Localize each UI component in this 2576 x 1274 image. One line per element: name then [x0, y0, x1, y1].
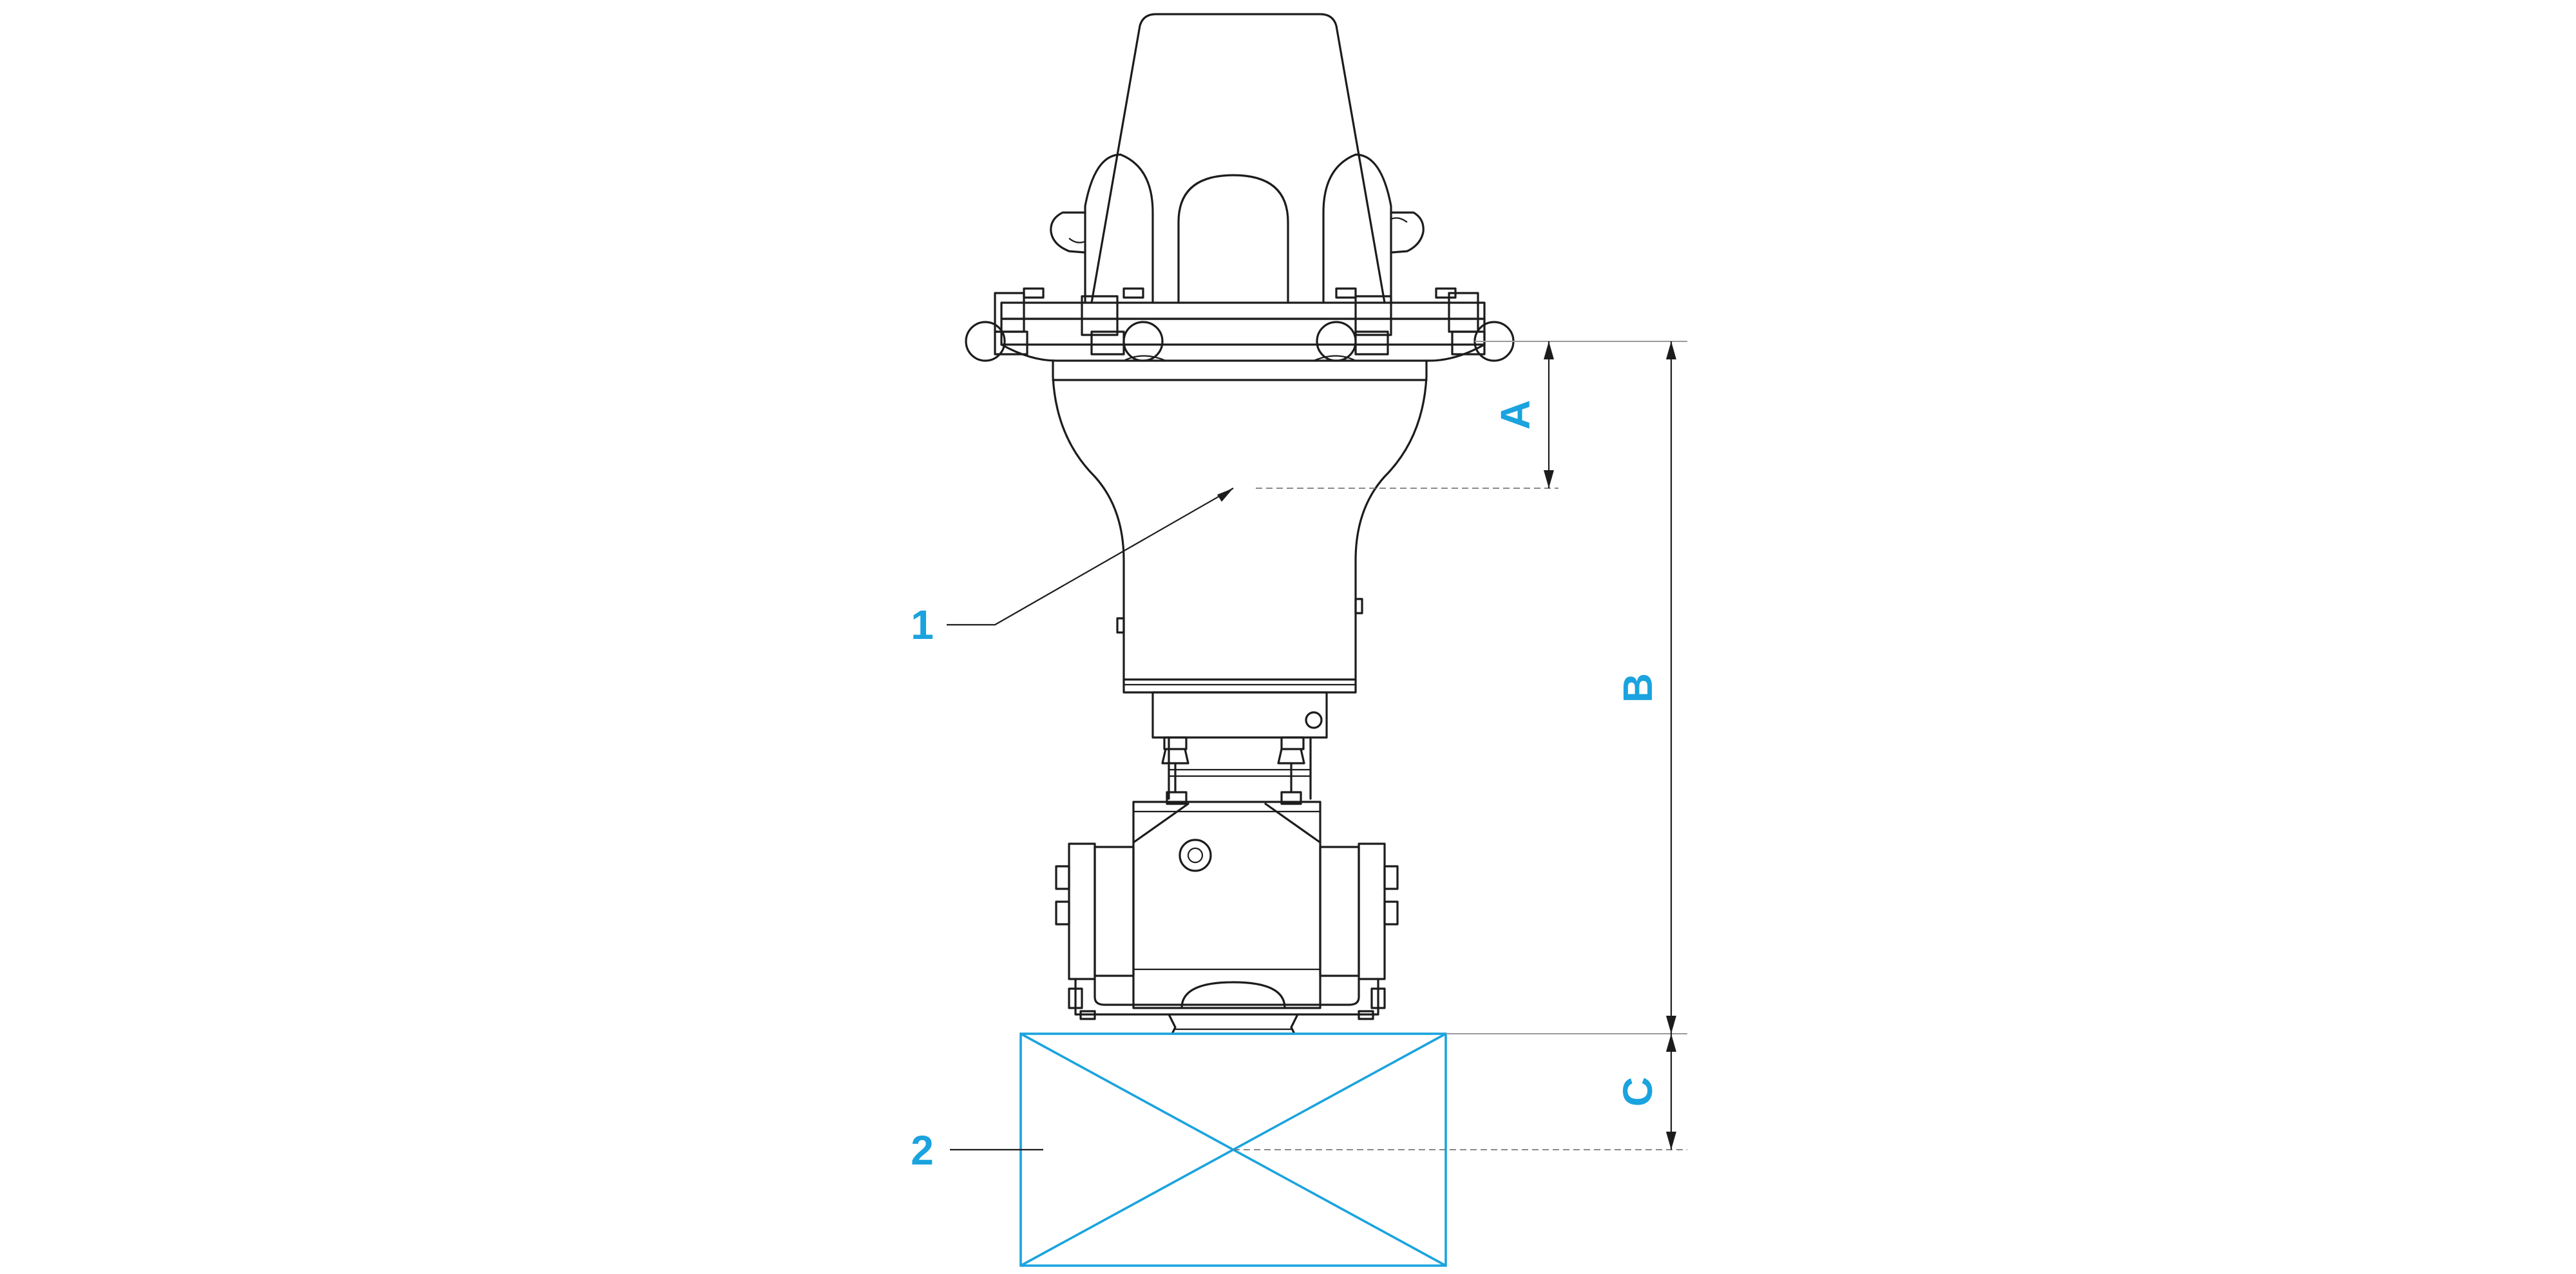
hanger-body	[1050, 13, 1425, 304]
adapter-body	[1052, 359, 1428, 694]
dimension-a-label: A	[1492, 400, 1539, 430]
dimension-b-label: B	[1615, 673, 1661, 703]
callout-1-label: 1	[911, 602, 934, 648]
dimension-lines	[1233, 341, 1687, 1150]
callout-2-label: 2	[911, 1127, 934, 1174]
coupling	[1151, 691, 1328, 805]
dimension-c-label: C	[1615, 1077, 1661, 1107]
bolted-flange	[965, 287, 1515, 362]
rotator	[1055, 801, 1399, 1035]
leader-lines	[947, 488, 1234, 1151]
